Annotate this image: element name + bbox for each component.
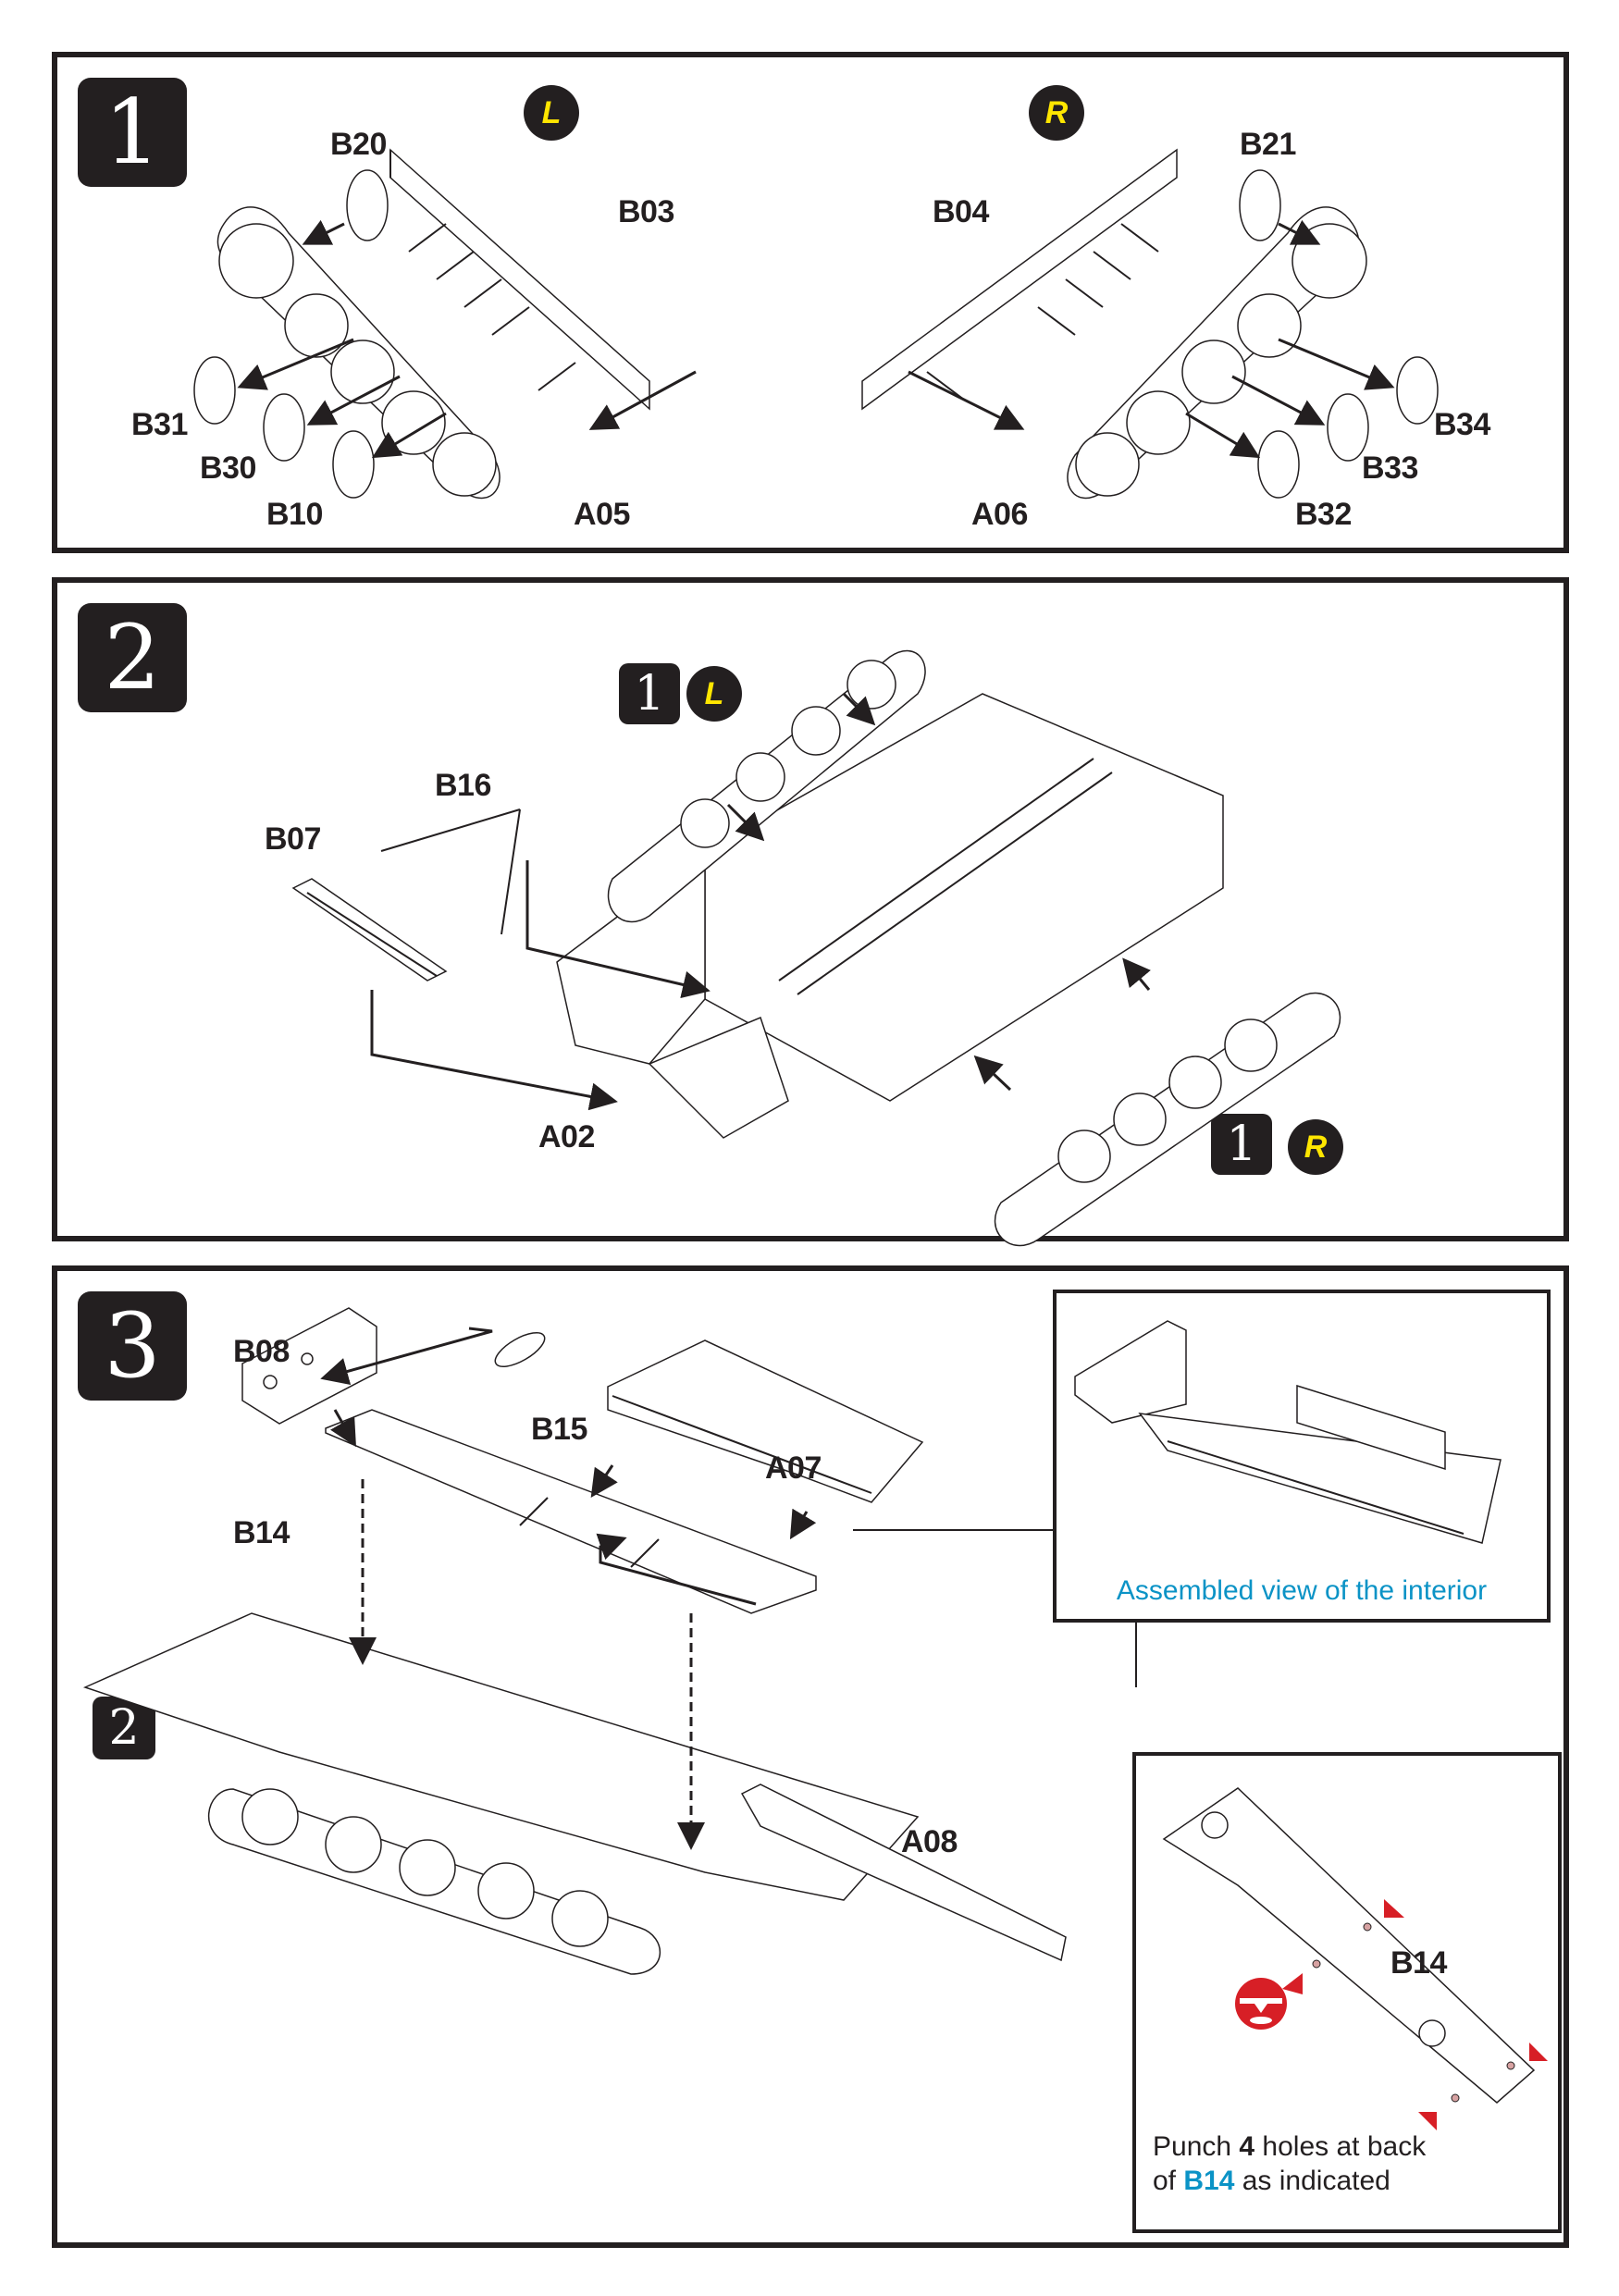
part-label-b31: B31: [131, 407, 188, 442]
ref-step-badge-right: 1: [1211, 1114, 1272, 1175]
suspension-bar-b03: [389, 148, 650, 411]
punch-hole-marker: [1363, 1922, 1372, 1932]
ref-step-badge-left: 1: [619, 663, 680, 724]
part-label-a05: A05: [574, 497, 630, 532]
punch-hole-marker: [1506, 2061, 1515, 2070]
steering-wheel-b15: [494, 1332, 546, 1367]
track-a06: [1067, 206, 1367, 500]
red-pointer-marker: [1282, 1973, 1303, 1994]
punch-instruction-note: Punch 4 holes at back of B14 as indicate…: [1153, 2129, 1426, 2198]
part-label-b21: B21: [1240, 127, 1296, 162]
road-wheel-b31: [193, 356, 236, 425]
punch-inset-part-label: B14: [1390, 1945, 1447, 1981]
chassis-with-track: [82, 1612, 920, 1975]
interior-inset-caption: Assembled view of the interior: [1116, 1575, 1488, 1606]
crank-b16: [380, 809, 521, 935]
part-label-b14: B14: [233, 1515, 290, 1550]
part-label-b33: B33: [1362, 451, 1418, 486]
part-label-b16: B16: [435, 768, 491, 803]
part-label-b10: B10: [266, 497, 323, 532]
road-wheel-b33: [1327, 393, 1369, 462]
dashboard-b08: [241, 1307, 377, 1425]
part-label-b07: B07: [265, 821, 321, 857]
step-2-panel: 2 1 L 1 R: [52, 577, 1569, 1247]
jack-b07: [291, 878, 448, 981]
sprocket-b20: [346, 169, 389, 241]
part-label-a08: A08: [901, 1824, 958, 1859]
road-wheel-b30: [263, 393, 305, 462]
step-number-badge: 1: [78, 78, 187, 187]
right-track-assembly: [994, 992, 1341, 1247]
road-wheel-b34: [1396, 356, 1439, 425]
note-line2-prefix: of: [1153, 2166, 1184, 2196]
note-mid: holes at back: [1254, 2131, 1427, 2162]
red-pointer-marker: [1418, 2112, 1437, 2130]
side-storage-a08: [740, 1784, 1067, 1962]
road-wheel-b32: [1257, 430, 1300, 499]
step-1-panel: 1 L R: [52, 52, 1569, 553]
red-pointer-marker: [1529, 2043, 1548, 2061]
part-label-b03: B03: [618, 194, 674, 229]
part-label-b32: B32: [1295, 497, 1352, 532]
part-label-b15: B15: [531, 1412, 587, 1447]
hull-a02: [556, 693, 1224, 1139]
part-label-b20: B20: [330, 127, 387, 162]
b14-rear-view-illustration: [1162, 1787, 1548, 2130]
part-label-b04: B04: [933, 194, 989, 229]
part-label-a07: A07: [765, 1450, 822, 1486]
part-label-b08: B08: [233, 1334, 290, 1369]
road-wheel-b10: [332, 430, 375, 499]
step-3-illustration: [82, 1307, 1137, 1975]
axle-stubs-left: [408, 223, 576, 391]
note-part-ref: B14: [1183, 2166, 1235, 2196]
step-3-panel: 3 2: [52, 1265, 1569, 2248]
punch-hole-marker: [1451, 2093, 1460, 2103]
part-label-a06: A06: [971, 497, 1028, 532]
note-hole-count: 4: [1239, 2131, 1255, 2162]
interior-illustration: [1074, 1320, 1502, 1544]
right-side-badge: R: [1288, 1119, 1343, 1175]
punch-hole-marker: [1312, 1959, 1321, 1969]
bench-a07: [607, 1339, 924, 1503]
note-suffix: as indicated: [1234, 2166, 1390, 2196]
right-side-badge: R: [1029, 85, 1084, 141]
floor-b14: [325, 1409, 817, 1614]
step-number-badge: 3: [78, 1291, 187, 1401]
punch-holes-inset: B14 Punch 4 holes at back of B14 as indi…: [1132, 1752, 1562, 2233]
interior-assembled-inset: Assembled view of the interior: [1053, 1290, 1551, 1623]
red-pointer-marker: [1384, 1899, 1404, 1918]
suspension-bar-b04: [861, 148, 1178, 411]
note-prefix: Punch: [1153, 2131, 1240, 2162]
part-label-a02: A02: [538, 1119, 595, 1154]
punch-tool-icon: [1235, 1978, 1287, 2030]
left-side-badge: L: [524, 85, 579, 141]
step-1-illustration: [193, 148, 1439, 500]
step-2-illustration: [291, 649, 1341, 1247]
part-label-b30: B30: [200, 451, 256, 486]
track-a05: [216, 206, 501, 500]
part-label-b34: B34: [1434, 407, 1490, 442]
sprocket-b21: [1239, 169, 1281, 241]
step-number-badge: 2: [78, 603, 187, 712]
left-side-badge: L: [686, 666, 742, 722]
